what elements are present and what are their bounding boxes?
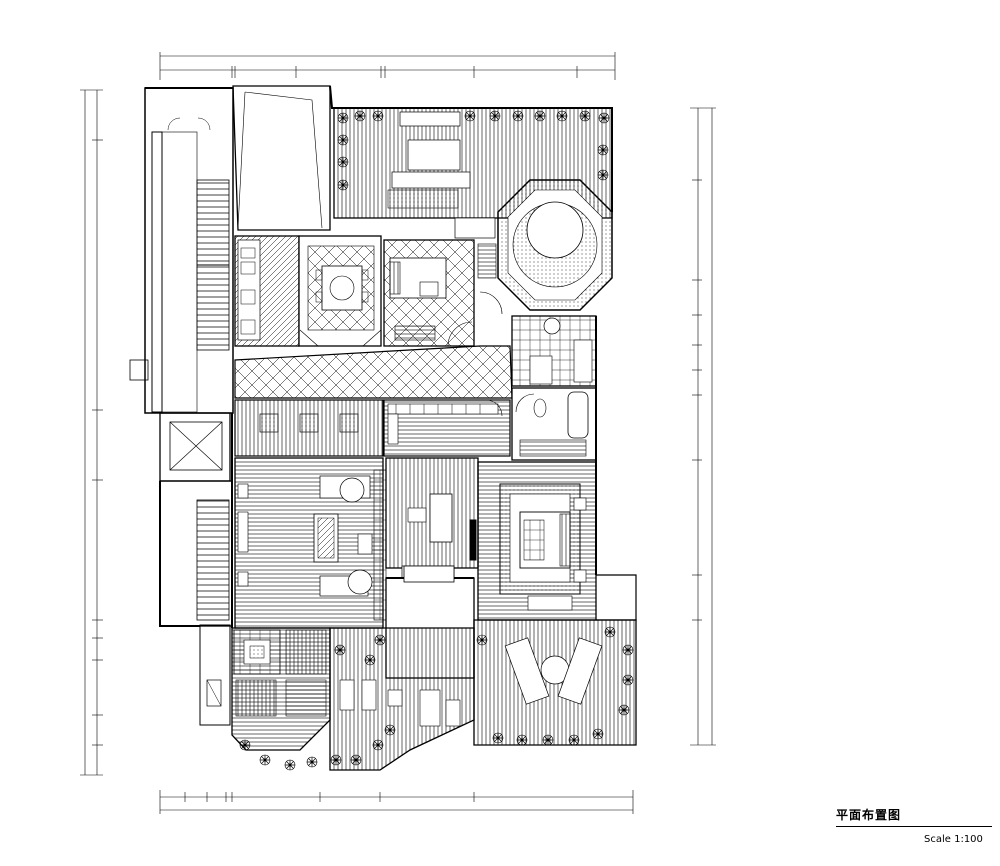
- living-room: [234, 399, 387, 629]
- drawing-scale: Scale 1:100: [924, 834, 983, 845]
- bathroom-upper: [511, 315, 597, 387]
- top-dimension-chain: [159, 52, 616, 80]
- octagon-room: [497, 179, 613, 311]
- dining-room: [298, 235, 382, 347]
- right-dimension-chain: [690, 107, 716, 746]
- guest-bedroom: [383, 239, 497, 347]
- kitchen: [234, 235, 300, 347]
- walk-in-closet: [383, 399, 511, 457]
- hallway: [234, 291, 513, 399]
- stair-core: [129, 87, 234, 414]
- drawing-title: 平面布置图: [836, 808, 902, 822]
- lower-stair: [159, 480, 233, 726]
- title-underline: [836, 826, 992, 827]
- elevator: [159, 412, 231, 482]
- bottom-terrace: [231, 619, 637, 771]
- light-well: [232, 85, 331, 231]
- outer-walls: [145, 85, 613, 628]
- bathroom-lower: [511, 387, 597, 461]
- bottom-dimension-chain: [159, 790, 634, 814]
- left-dimension-chain: [80, 89, 103, 776]
- study-room: [385, 457, 479, 583]
- title-block: 平面布置图 Scale 1:100: [836, 806, 996, 845]
- master-bedroom: [477, 461, 637, 621]
